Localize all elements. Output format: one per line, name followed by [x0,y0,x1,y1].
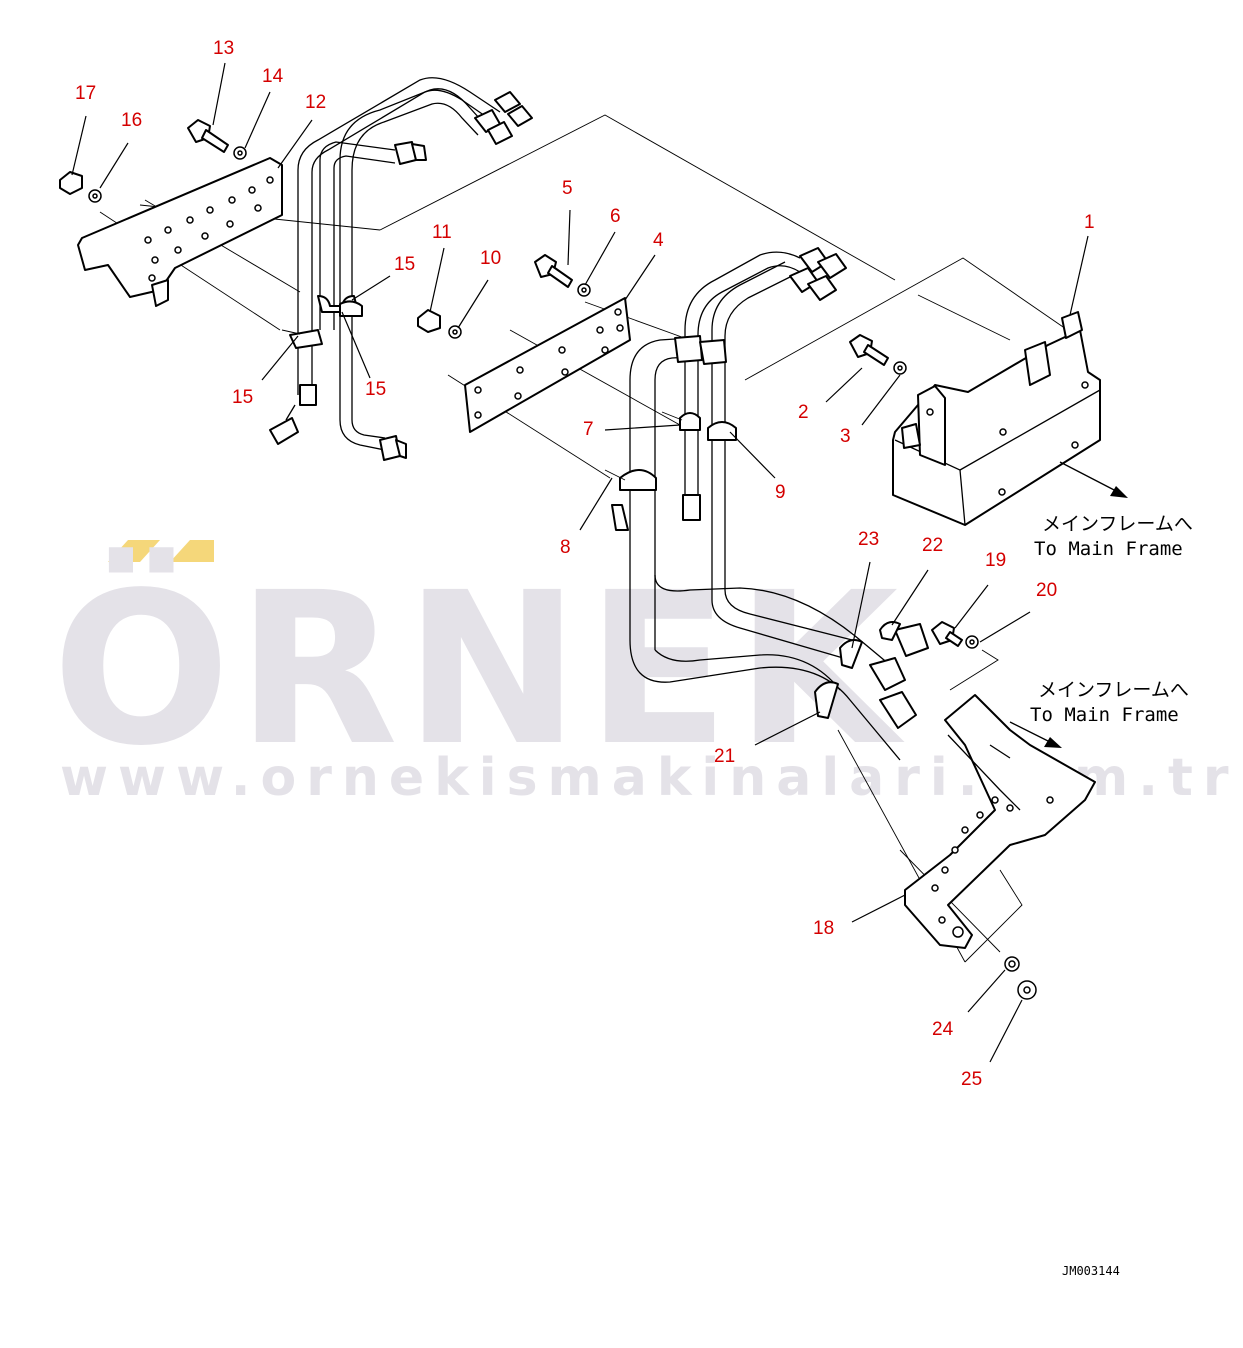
callout-12: 12 [305,92,326,113]
note-2-en: To Main Frame [1030,704,1179,726]
callout-25: 25 [961,1069,982,1090]
hose-bundle-center [611,247,929,761]
callout-15b: 15 [232,387,253,408]
watermark: ÖRNEK www.ornekismakinalari.com.tr [52,540,1228,808]
leader-lines [71,62,1089,1063]
callout-1: 1 [1084,212,1095,233]
arrow-to-main-frame-1 [1059,461,1128,498]
callout-16: 16 [121,110,142,131]
drawing-id: JM003144 [1062,1264,1120,1278]
callout-13: 13 [213,38,234,59]
callout-20: 20 [1036,580,1057,601]
callout-24: 24 [932,1019,954,1040]
callout-9: 9 [775,482,786,503]
callout-3: 3 [840,426,851,447]
callout-18: 18 [813,918,834,939]
note-to-main-frame-2: メインフレームへ To Main Frame [1030,679,1189,726]
watermark-accent-right [170,540,214,562]
callout-7: 7 [583,419,594,440]
callout-5: 5 [562,178,573,199]
clamps-21-22-23 [814,621,901,719]
clamps-15 [281,295,363,349]
plate-4 [464,297,631,433]
bracket-1 [849,311,1101,526]
note-to-main-frame-1: メインフレームへ To Main Frame [1034,513,1193,560]
callout-23: 23 [858,529,879,550]
note-1-en: To Main Frame [1034,538,1183,560]
watermark-accent-left [108,540,160,562]
callout-15a: 15 [394,254,415,275]
watermark-brand: ÖRNEK [52,546,905,792]
plate-4-holes [474,308,624,419]
callout-10: 10 [480,248,501,269]
callout-2: 2 [798,402,809,423]
callout-21: 21 [714,746,735,767]
callout-6: 6 [610,206,621,227]
note-2-jp: メインフレームへ [1038,679,1189,701]
bracket-18 [904,621,1096,1000]
callout-4: 4 [653,230,664,251]
callout-11: 11 [432,222,452,243]
hardware-center [417,254,591,339]
callout-17: 17 [75,83,96,104]
nut-17 [59,171,83,195]
bracket-12-holes [144,176,274,282]
clamps-7-8-9 [604,411,737,491]
callout-labels: 1 2 3 4 5 6 7 8 9 10 11 12 13 14 15 15 1… [75,38,1095,1090]
nut-11 [417,309,441,333]
callout-19: 19 [985,550,1006,571]
callout-8: 8 [560,537,571,558]
hardware-upper-left [59,119,247,203]
callout-14: 14 [262,66,284,87]
bracket-12 [77,157,283,307]
note-1-jp: メインフレームへ [1042,513,1193,535]
callout-15c: 15 [365,379,386,400]
hose-bundle-left [269,77,533,461]
callout-22: 22 [922,535,943,556]
arrow-to-main-frame-2 [1009,721,1062,748]
